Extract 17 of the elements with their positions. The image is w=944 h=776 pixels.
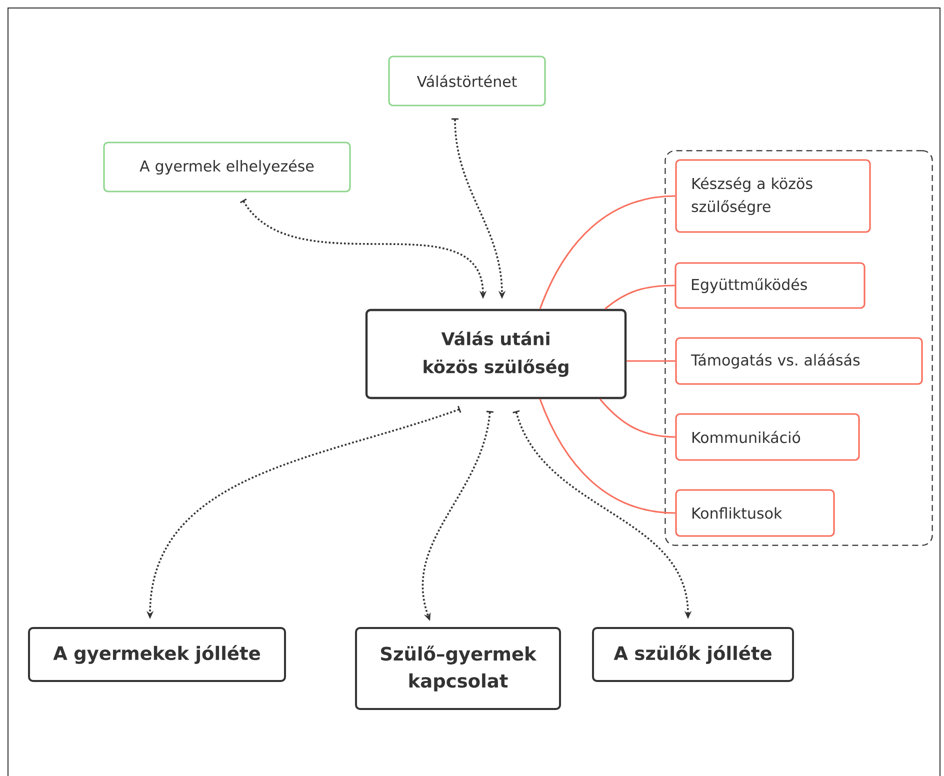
outcome-box: A gyermekek jólléte xyxy=(28,627,286,682)
connector-line xyxy=(626,360,676,362)
topic-box: Együttműködés xyxy=(674,262,866,309)
connector-line xyxy=(604,284,675,310)
connector-line xyxy=(599,398,676,438)
outcome-box: Szülő–gyermek kapcsolat xyxy=(355,627,561,710)
topic-box: Támogatás vs. aláásás xyxy=(675,337,923,385)
outcome-box: A szülők jólléte xyxy=(592,627,794,682)
topic-box: A gyermek elhelyezése xyxy=(103,142,351,192)
group-frame xyxy=(664,150,933,546)
connector-line xyxy=(539,398,676,514)
topic-box: Kommunikáció xyxy=(675,413,860,461)
connector-line xyxy=(539,195,676,310)
topic-box: Konfliktusok xyxy=(675,489,835,537)
topic-box: Válástörténet xyxy=(388,56,546,106)
central-topic-box: Válás utáni közös szülőség xyxy=(365,308,627,400)
topic-box: Készség a közös szülőségre xyxy=(675,159,871,233)
